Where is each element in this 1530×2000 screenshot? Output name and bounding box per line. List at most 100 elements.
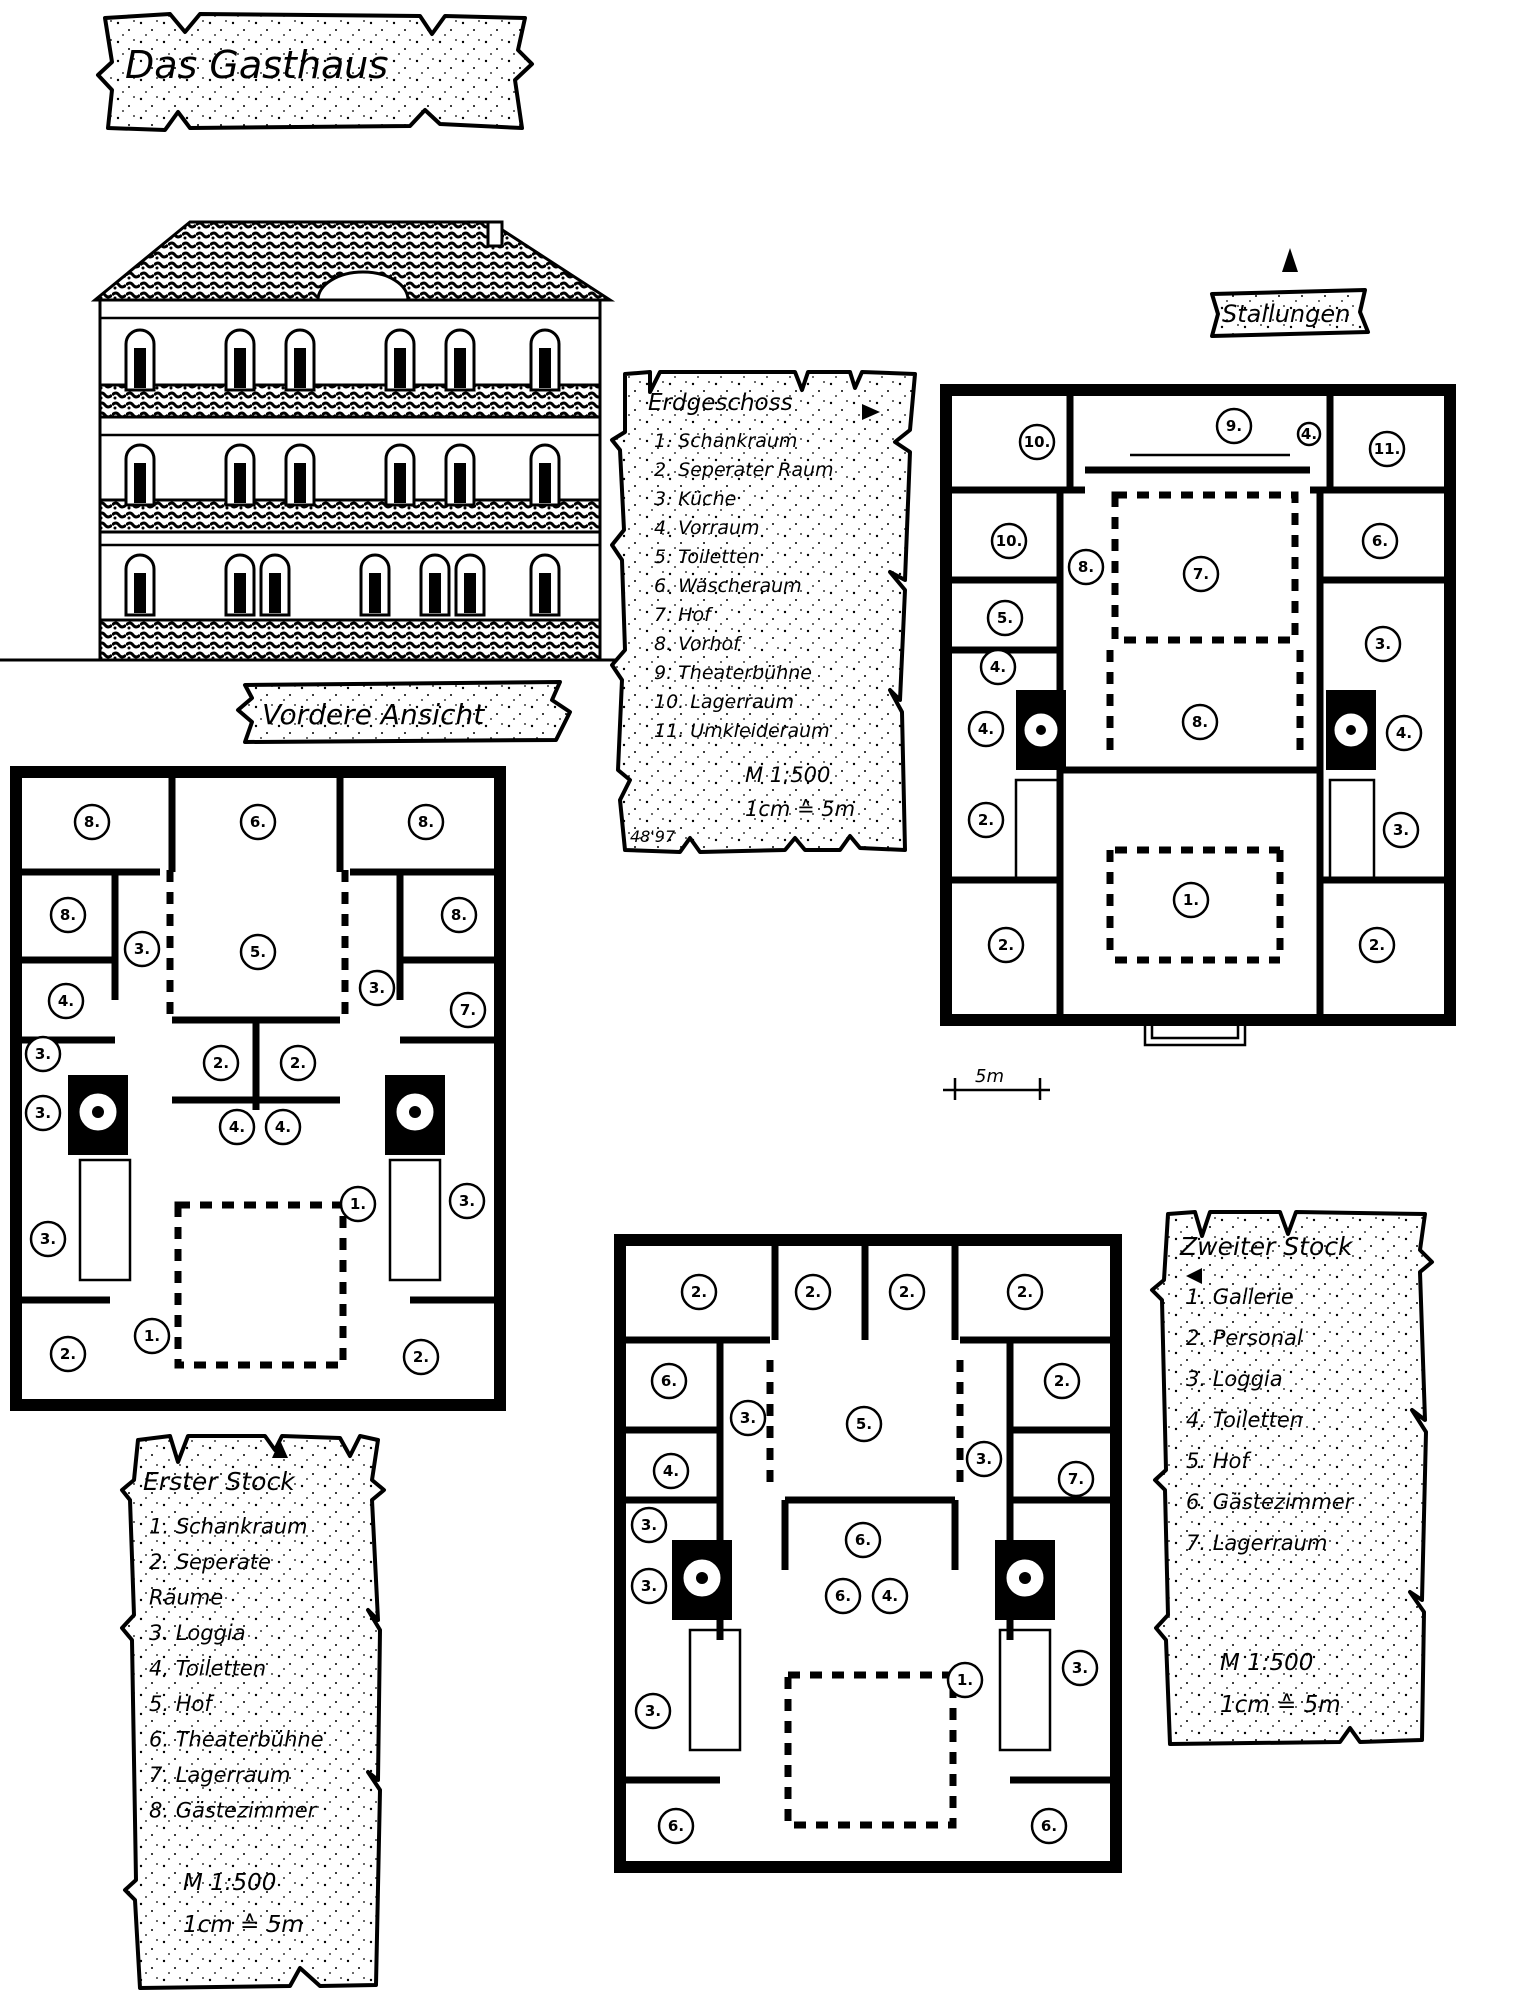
room-number: 6.	[250, 813, 266, 831]
room-marker-second-floor: 2.	[794, 1273, 832, 1311]
legend-item: 6. Wäscheraum	[654, 575, 802, 597]
legend-scale: M 1:500	[1220, 1650, 1313, 1676]
front-elevation	[0, 220, 620, 662]
room-marker-first-floor: 2.	[49, 1335, 87, 1373]
room-marker-second-floor: 2.	[1006, 1273, 1044, 1311]
room-marker-ground-floor: 8.	[1181, 703, 1219, 741]
legend-item: 6. Gästezimmer	[1186, 1490, 1355, 1514]
window-pane	[134, 348, 146, 388]
window-pane	[369, 573, 381, 613]
legend-item: 8. Gästezimmer	[149, 1799, 318, 1823]
room-marker-first-floor: 3.	[24, 1094, 62, 1132]
room-marker-second-floor: 6.	[844, 1521, 882, 1559]
stables-label: Stallungen	[1222, 300, 1350, 328]
legend-item: Räume	[149, 1586, 223, 1610]
window-pane	[539, 348, 551, 388]
room-number: 3.	[1393, 821, 1409, 839]
legend-item: 7. Lagerraum	[149, 1763, 290, 1787]
room-marker-first-floor: 2.	[202, 1044, 240, 1082]
room-marker-ground-floor: 4.	[1296, 421, 1322, 447]
room-number: 5.	[997, 609, 1013, 627]
room-marker-first-floor: 2.	[279, 1044, 317, 1082]
room-number: 8.	[1192, 713, 1208, 731]
room-number: 3.	[641, 1577, 657, 1595]
room-marker-ground-floor: 4.	[979, 648, 1017, 686]
room-marker-ground-floor: 5.	[986, 599, 1024, 637]
room-marker-first-floor: 5.	[239, 933, 277, 971]
legend-item: 2. Seperater Raum	[654, 459, 834, 481]
room-marker-ground-floor: 7.	[1182, 555, 1220, 593]
scale-bar-label: 5m	[975, 1066, 1004, 1087]
room-marker-second-floor: 7.	[1057, 1460, 1095, 1498]
legend-item: 3. Loggia	[149, 1621, 246, 1645]
room-number: 7.	[460, 1001, 476, 1019]
room-number: 5.	[250, 943, 266, 961]
legend-item: 3. Küche	[654, 488, 736, 510]
legend-item: 4. Toiletten	[149, 1657, 266, 1681]
room-number: 3.	[641, 1516, 657, 1534]
room-marker-ground-floor: 11.	[1368, 430, 1406, 468]
room-number: 4.	[275, 1118, 291, 1136]
arrow-up-icon	[272, 1440, 288, 1458]
room-marker-first-floor: 8.	[440, 896, 478, 934]
room-number: 3.	[40, 1230, 56, 1248]
room-number: 4.	[978, 720, 994, 738]
room-marker-second-floor: 4.	[871, 1577, 909, 1615]
room-marker-second-floor: 5.	[845, 1405, 883, 1443]
room-marker-ground-floor: 6.	[1361, 522, 1399, 560]
room-marker-first-floor: 1.	[133, 1317, 171, 1355]
room-number: 3.	[976, 1450, 992, 1468]
legend-item: 11. Umkleideraum	[654, 720, 830, 742]
window-pane	[454, 348, 466, 388]
legend-item: 5. Toiletten	[654, 546, 760, 568]
arrow-up-icon	[1282, 248, 1298, 272]
legend-item: 1. Schankraum	[654, 430, 797, 452]
room-number: 4.	[1301, 425, 1317, 443]
room-number: 3.	[740, 1409, 756, 1427]
room-marker-second-floor: 3.	[965, 1440, 1003, 1478]
room-number: 2.	[899, 1283, 915, 1301]
room-marker-ground-floor: 2.	[967, 801, 1005, 839]
room-number: 2.	[213, 1054, 229, 1072]
window-pane	[454, 463, 466, 503]
room-number: 2.	[60, 1345, 76, 1363]
room-number: 3.	[1375, 635, 1391, 653]
legend-title: Erdgeschoss	[648, 390, 793, 416]
legend-title: Zweiter Stock	[1179, 1232, 1354, 1261]
room-number: 11.	[1374, 440, 1401, 458]
legend-item: 10. Lagerraum	[654, 691, 794, 713]
room-number: 2.	[413, 1348, 429, 1366]
room-marker-second-floor: 3.	[630, 1506, 668, 1544]
stables-marker: Stallungen	[1210, 248, 1370, 338]
room-number: 2.	[998, 936, 1014, 954]
room-number: 7.	[1193, 565, 1209, 583]
room-number: 6.	[668, 1817, 684, 1835]
room-number: 3.	[369, 979, 385, 997]
room-number: 6.	[1041, 1817, 1057, 1835]
room-marker-ground-floor: 9.	[1215, 407, 1253, 445]
room-number: 8.	[1078, 558, 1094, 576]
room-number: 2.	[805, 1283, 821, 1301]
legend-item: 3. Loggia	[1186, 1367, 1283, 1391]
room-number: 10.	[1024, 433, 1051, 451]
room-marker-second-floor: 3.	[729, 1399, 767, 1437]
window-pane	[234, 463, 246, 503]
legend-item: 7. Hof	[654, 604, 714, 626]
room-number: 1.	[350, 1195, 366, 1213]
room-marker-first-floor: 3.	[29, 1220, 67, 1258]
room-marker-second-floor: 3.	[1061, 1649, 1099, 1687]
room-number: 6.	[661, 1372, 677, 1390]
room-number: 2.	[1017, 1283, 1033, 1301]
room-marker-first-floor: 4.	[47, 982, 85, 1020]
room-number: 6.	[835, 1587, 851, 1605]
room-number: 2.	[1369, 936, 1385, 954]
legend-scale-equivalence: 1cm ≙ 5m	[1220, 1692, 1341, 1718]
room-number: 4.	[229, 1118, 245, 1136]
room-marker-first-floor: 8.	[49, 896, 87, 934]
room-marker-ground-floor: 2.	[987, 926, 1025, 964]
legend-item: 5. Hof	[149, 1692, 215, 1716]
room-marker-first-floor: 6.	[239, 803, 277, 841]
room-number: 2.	[691, 1283, 707, 1301]
legend-signature: 48'97	[630, 827, 676, 846]
facade-label: Vordere Ansicht	[262, 698, 485, 731]
